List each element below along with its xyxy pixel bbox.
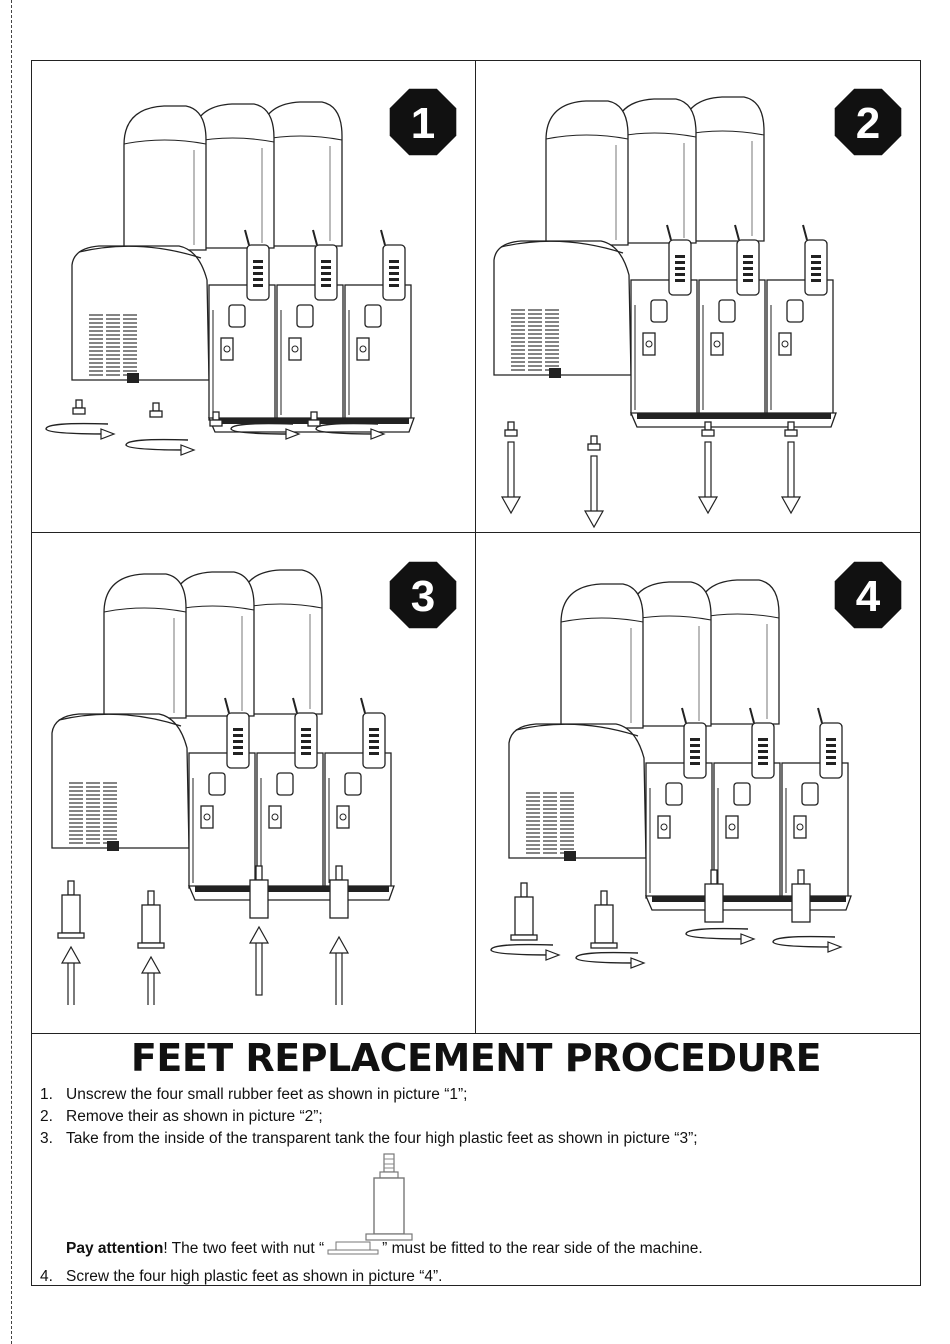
step-3: 3. Take from the inside of the transparen…: [40, 1128, 698, 1150]
grid-divider-horizontal: [31, 532, 921, 533]
attention-text-before: ! The two feet with nut “: [163, 1240, 325, 1257]
machine-illustration: 3: [51, 561, 457, 1005]
step-text: Screw the four high plastic feet as show…: [66, 1268, 443, 1285]
grid-divider-vertical: [475, 60, 476, 1033]
step-number-badge: 3: [389, 561, 457, 629]
step-2: 2. Remove their as shown in picture “2”;: [40, 1106, 323, 1128]
svg-text:3: 3: [411, 572, 435, 621]
step-number: 1.: [40, 1086, 53, 1103]
step-text: Take from the inside of the transparent …: [66, 1130, 698, 1147]
step-number: 3.: [40, 1130, 53, 1147]
foot-with-nut-icon: [327, 1241, 379, 1255]
step-text: Unscrew the four small rubber feet as sh…: [66, 1086, 468, 1103]
machine-illustration: 2: [493, 88, 902, 529]
svg-text:1: 1: [411, 99, 435, 148]
page-frame: [31, 60, 921, 1286]
attention-text-after: ” must be fitted to the rear side of the…: [382, 1240, 703, 1257]
picture-1: 1: [31, 60, 475, 532]
step-number-badge: 1: [389, 88, 457, 156]
high-plastic-foot-illustration: [365, 1153, 413, 1241]
svg-text:4: 4: [856, 572, 881, 621]
attention-label: Pay attention: [66, 1240, 164, 1257]
picture-3: 3: [31, 533, 475, 1005]
step-1: 1. Unscrew the four small rubber feet as …: [40, 1084, 467, 1106]
step-number: 4.: [40, 1268, 53, 1285]
step-number-badge: 2: [834, 88, 902, 156]
cut-line: [11, 0, 12, 1344]
step-text: Remove their as shown in picture “2”;: [66, 1108, 323, 1125]
step-number-badge: 4: [834, 561, 902, 629]
page-title: FEET REPLACEMENT PROCEDURE: [130, 1036, 822, 1080]
grid-divider-bottom: [31, 1033, 921, 1034]
machine-illustration: 1: [45, 88, 457, 456]
step-4: 4. Screw the four high plastic feet as sh…: [40, 1266, 443, 1288]
attention-note: Pay attention! The two feet with nut “ ” …: [66, 1240, 703, 1258]
picture-2: 2: [476, 60, 920, 532]
svg-text:2: 2: [856, 99, 880, 148]
step-number: 2.: [40, 1108, 53, 1125]
machine-illustration: 4: [490, 561, 902, 969]
picture-4: 4: [476, 533, 920, 1005]
